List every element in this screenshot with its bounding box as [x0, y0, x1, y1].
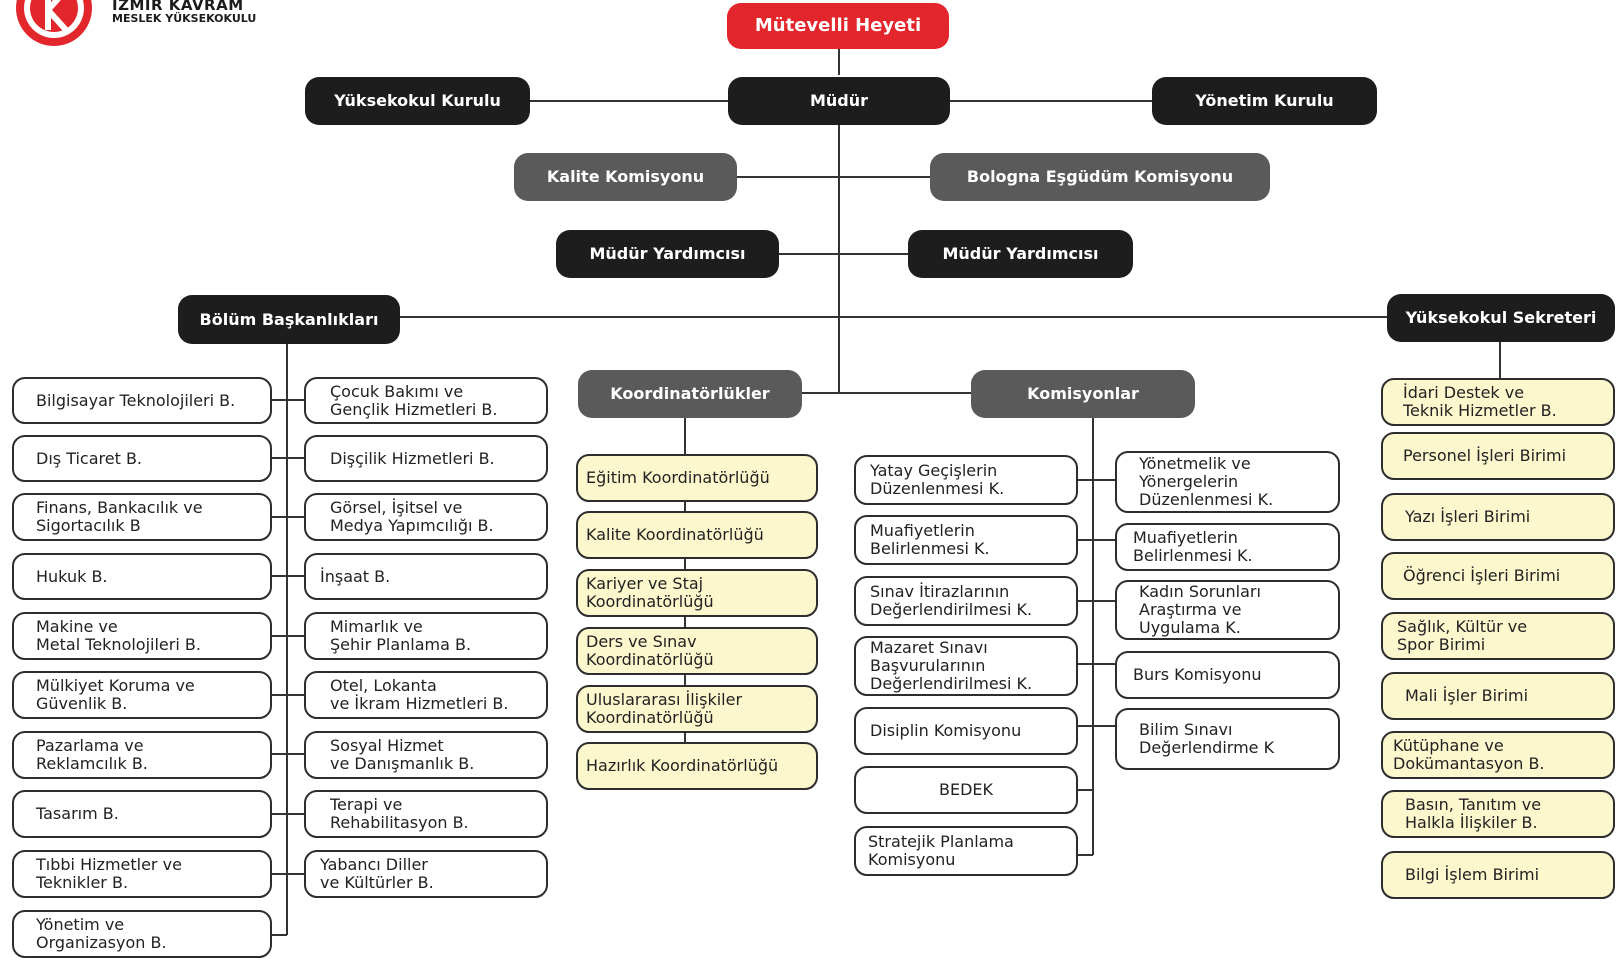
- department-heads-box: Bölüm Başkanlıkları: [178, 295, 400, 344]
- department-item: Yabancı Diller ve Kültürler B.: [304, 850, 548, 898]
- secretary-unit-item: Öğrenci İşleri Birimi: [1381, 552, 1615, 600]
- department-item: Mimarlık ve Şehir Planlama B.: [304, 612, 548, 660]
- secretary-unit-item: Mali İşler Birimi: [1381, 672, 1615, 720]
- coordinator-item: Uluslararası İlişkiler Koordinatörlüğü: [576, 685, 818, 733]
- school-secretary-box: Yüksekokul Sekreteri: [1387, 294, 1615, 342]
- school-council-box: Yüksekokul Kurulu: [305, 77, 530, 125]
- department-item: Hukuk B.: [12, 553, 272, 600]
- commission-item: Stratejik Planlama Komisyonu: [854, 826, 1078, 876]
- department-item: Tıbbi Hizmetler ve Teknikler B.: [12, 850, 272, 898]
- commission-item: Muafiyetlerin Belirlenmesi K.: [1115, 523, 1340, 571]
- department-item: İnşaat B.: [304, 553, 548, 600]
- coordinator-item: Eğitim Koordinatörlüğü: [576, 454, 818, 502]
- coordinator-item: Hazırlık Koordinatörlüğü: [576, 742, 818, 790]
- vice-director-right-box: Müdür Yardımcısı: [908, 230, 1133, 278]
- department-item: Dişçilik Hizmetleri B.: [304, 435, 548, 482]
- commission-item: Kadın Sorunları Araştırma ve Uygulama K.: [1115, 580, 1340, 640]
- department-item: Çocuk Bakımı ve Gençlik Hizmetleri B.: [304, 377, 548, 424]
- coordinatorships-box: Koordinatörlükler: [578, 370, 802, 418]
- commission-item: Muafiyetlerin Belirlenmesi K.: [854, 515, 1078, 565]
- secretary-unit-item: Personel İşleri Birimi: [1381, 432, 1615, 480]
- vice-director-left-box: Müdür Yardımcısı: [556, 230, 779, 278]
- secretary-unit-item: Bilgi İşlem Birimi: [1381, 851, 1615, 899]
- secretary-unit-item: Kütüphane ve Dokümantasyon B.: [1381, 731, 1615, 779]
- logo-subtitle: MESLEK YÜKSEKOKULU: [112, 12, 257, 25]
- commissions-box: Komisyonlar: [971, 370, 1195, 418]
- department-item: Makine ve Metal Teknolojileri B.: [12, 612, 272, 660]
- executive-board-box: Yönetim Kurulu: [1152, 77, 1377, 125]
- department-item: Yönetim ve Organizasyon B.: [12, 910, 272, 958]
- department-item: Sosyal Hizmet ve Danışmanlık B.: [304, 731, 548, 779]
- department-item: Pazarlama ve Reklamcılık B.: [12, 731, 272, 779]
- commission-item: BEDEK: [854, 766, 1078, 814]
- department-item: Otel, Lokanta ve İkram Hizmetleri B.: [304, 671, 548, 719]
- department-item: Görsel, İşitsel ve Medya Yapımcılığı B.: [304, 493, 548, 541]
- department-item: Tasarım B.: [12, 790, 272, 838]
- commission-item: Yatay Geçişlerin Düzenlenmesi K.: [854, 455, 1078, 505]
- department-item: Terapi ve Rehabilitasyon B.: [304, 790, 548, 838]
- commission-item: Yönetmelik ve Yönergelerin Düzenlenmesi …: [1115, 451, 1340, 513]
- commission-item: Disiplin Komisyonu: [854, 707, 1078, 755]
- commission-item: Bilim Sınavı Değerlendirme K: [1115, 708, 1340, 770]
- secretary-unit-item: Yazı İşleri Birimi: [1381, 493, 1615, 541]
- logo-title: İZMİR KAVRAM: [112, 0, 244, 14]
- coordinator-item: Ders ve Sınav Koordinatörlüğü: [576, 627, 818, 675]
- director-box: Müdür: [728, 77, 950, 125]
- secretary-unit-item: Sağlık, Kültür ve Spor Birimi: [1381, 612, 1615, 660]
- secretary-unit-item: İdari Destek ve Teknik Hizmetler B.: [1381, 378, 1615, 426]
- department-item: Dış Ticaret B.: [12, 435, 272, 482]
- commission-item: Sınav İtirazlarının Değerlendirilmesi K.: [854, 576, 1078, 626]
- bologna-commission-box: Bologna Eşgüdüm Komisyonu: [930, 153, 1270, 201]
- coordinator-item: Kalite Koordinatörlüğü: [576, 511, 818, 559]
- secretary-unit-item: Basın, Tanıtım ve Halkla İlişkiler B.: [1381, 790, 1615, 838]
- department-item: Bilgisayar Teknolojileri B.: [12, 377, 272, 424]
- commission-item: Burs Komisyonu: [1115, 651, 1340, 699]
- kavram-logo: [16, 0, 92, 46]
- department-item: Finans, Bankacılık ve Sigortacılık B: [12, 493, 272, 541]
- board-of-trustees-box: Mütevelli Heyeti: [727, 3, 949, 49]
- commission-item: Mazaret Sınavı Başvurularının Değerlendi…: [854, 636, 1078, 696]
- coordinator-item: Kariyer ve Staj Koordinatörlüğü: [576, 569, 818, 617]
- quality-commission-box: Kalite Komisyonu: [514, 153, 737, 201]
- department-item: Mülkiyet Koruma ve Güvenlik B.: [12, 671, 272, 719]
